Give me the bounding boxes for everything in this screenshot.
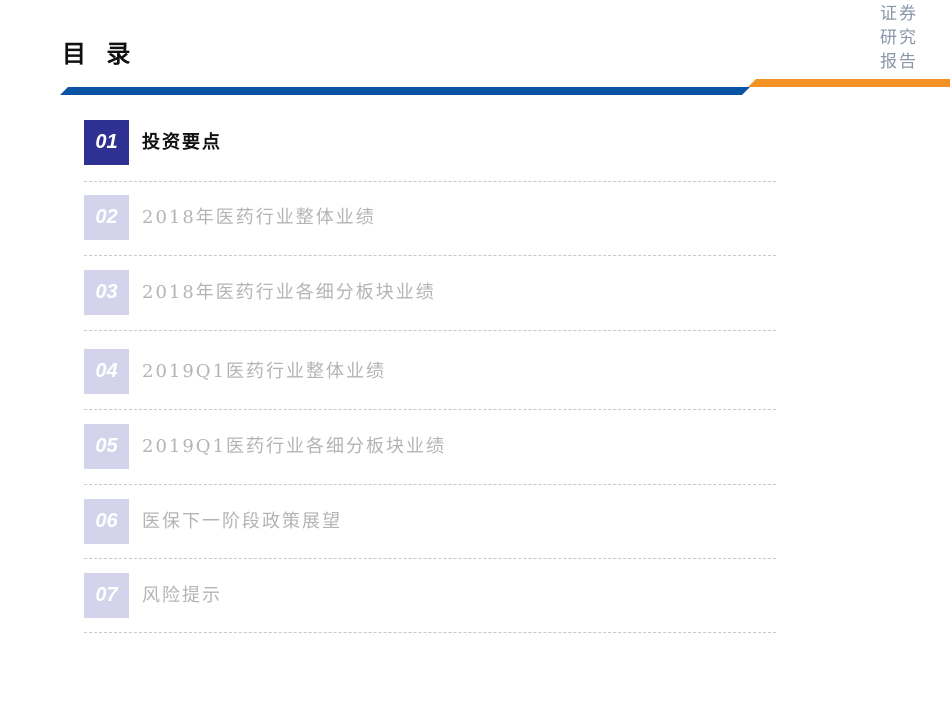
toc-number-badge: 06 xyxy=(84,499,129,544)
toc-item-06[interactable]: 06 医保下一阶段政策展望 xyxy=(84,499,776,545)
toc-label: 2019Q1医药行业各细分板块业绩 xyxy=(142,436,447,457)
toc-item-02[interactable]: 02 2018年医药行业整体业绩 xyxy=(84,195,776,241)
brand-line: 报告 xyxy=(880,52,918,72)
brand-line: 研究 xyxy=(880,28,918,48)
dashed-divider xyxy=(84,181,776,182)
toc-label: 2018年医药行业各细分板块业绩 xyxy=(142,282,436,303)
toc-item-03[interactable]: 03 2018年医药行业各细分板块业绩 xyxy=(84,270,776,316)
toc-number-badge: 05 xyxy=(84,424,129,469)
dashed-divider xyxy=(84,409,776,410)
dashed-divider xyxy=(84,330,776,331)
toc-item-05[interactable]: 05 2019Q1医药行业各细分板块业绩 xyxy=(84,424,776,470)
dashed-divider xyxy=(84,255,776,256)
toc-label: 医保下一阶段政策展望 xyxy=(142,511,342,532)
toc-number-badge: 02 xyxy=(84,195,129,240)
toc-label: 2018年医药行业整体业绩 xyxy=(142,207,376,228)
toc-number-badge: 04 xyxy=(84,349,129,394)
brand-line: 证券 xyxy=(880,4,918,24)
page-title: 目 录 xyxy=(62,39,137,68)
dashed-divider xyxy=(84,558,776,559)
toc-label: 投资要点 xyxy=(142,132,222,153)
brand-label: 证券 研究 报告 xyxy=(880,2,926,74)
toc-number-badge: 07 xyxy=(84,573,129,618)
header-divider-orange xyxy=(748,79,950,87)
toc-number-badge: 01 xyxy=(84,120,129,165)
dashed-divider xyxy=(84,484,776,485)
toc-item-07[interactable]: 07 风险提示 xyxy=(84,573,776,619)
header-divider-blue xyxy=(60,87,750,95)
dashed-divider xyxy=(84,632,776,633)
toc-label: 2019Q1医药行业整体业绩 xyxy=(142,361,387,382)
toc-number-badge: 03 xyxy=(84,270,129,315)
toc-item-01[interactable]: 01 投资要点 xyxy=(84,120,776,166)
toc-label: 风险提示 xyxy=(142,585,222,606)
toc-item-04[interactable]: 04 2019Q1医药行业整体业绩 xyxy=(84,349,776,395)
